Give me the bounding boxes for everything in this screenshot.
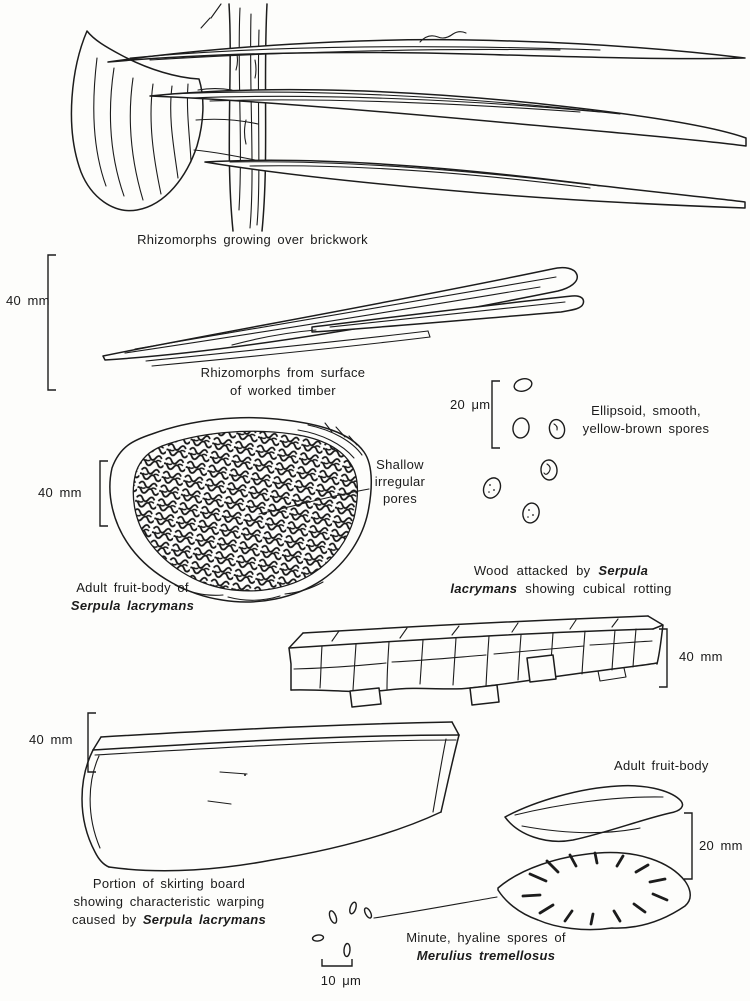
caption-fruitbody-species: Serpula lacrymans: [70, 598, 195, 613]
caption-timber-line2: of worked timber: [230, 383, 336, 398]
caption-timber: Rhizomorphs from surface of worked timbe…: [158, 364, 408, 400]
illustration-wood-cubical-rot: [288, 615, 664, 708]
scale-bar-10um-spores: [321, 959, 353, 967]
caption-skirting-line3: caused by Serpula lacrymans: [50, 911, 288, 929]
scale-label-40mm-rhizomorphs: 40 mm: [6, 293, 50, 308]
scale-label-40mm-skirting: 40 mm: [29, 732, 73, 747]
caption-skirting-line2: showing characteristic warping: [73, 894, 265, 909]
scale-label-40mm-fruitbody: 40 mm: [38, 485, 82, 500]
illustration-skirting-board: [81, 721, 460, 872]
caption-wood-pre: Wood attacked by: [473, 563, 591, 578]
caption-timber-line1: Rhizomorphs from surface: [200, 365, 366, 380]
scale-bars: [47, 254, 693, 967]
caption-merulius-species: Merulius tremellosus: [416, 948, 556, 963]
caption-skirting-species: Serpula lacrymans: [142, 912, 267, 927]
caption-merulius: Minute, hyaline spores of Merulius treme…: [386, 929, 586, 965]
scale-label-10um-spores: 10 μm: [320, 973, 362, 988]
label-serpula-spores-line1: Ellipsoid, smooth,: [591, 403, 701, 418]
caption-wood-post: showing cubical rotting: [525, 581, 672, 596]
scale-bar-40mm-fruitbody: [99, 460, 108, 527]
caption-fruitbody-line1: Adult fruit-body of: [76, 580, 189, 595]
caption-wood-line1: Wood attacked by Serpula: [443, 562, 679, 580]
caption-fruitbody: Adult fruit-body of Serpula lacrymans: [45, 579, 220, 615]
label-pores-line1: Shallow: [376, 457, 424, 472]
caption-skirting: Portion of skirting board showing charac…: [50, 875, 288, 929]
scale-bar-20mm-merulius: [684, 812, 693, 880]
caption-skirting-pre: caused by: [71, 912, 137, 927]
caption-skirting-line1: Portion of skirting board: [92, 876, 246, 891]
scale-bar-20um-spores: [491, 380, 500, 449]
scale-bar-40mm-rhizomorphs: [47, 254, 56, 391]
label-adult-fruitbody: Adult fruit-body: [614, 758, 709, 773]
illustration-spores-merulius: [311, 896, 498, 958]
caption-wood-species1: Serpula: [598, 563, 649, 578]
illustration-rhizomorphs-timber: [102, 266, 585, 367]
label-pores-line2: irregular: [374, 474, 426, 489]
illustration-merulius-fruitbodies: [497, 784, 691, 931]
caption-wood: Wood attacked by Serpula lacrymans showi…: [443, 562, 679, 598]
caption-merulius-line1: Minute, hyaline spores of: [406, 930, 566, 945]
scale-label-40mm-wood: 40 mm: [679, 649, 723, 664]
label-pores-line3: pores: [382, 491, 418, 506]
scale-label-20mm-merulius: 20 mm: [699, 838, 743, 853]
caption-wood-species2: lacrymans: [450, 581, 518, 596]
label-serpula-spores: Ellipsoid, smooth, yellow-brown spores: [570, 402, 722, 438]
label-serpula-spores-line2: yellow-brown spores: [582, 421, 710, 436]
illustration-rhizomorphs-brickwork: [70, 3, 747, 232]
illustration-fruitbody-serpula: [109, 416, 372, 603]
illustration-spores-serpula: [482, 378, 566, 524]
label-pores: Shallow irregular pores: [368, 456, 432, 507]
caption-brickwork: Rhizomorphs growing over brickwork: [137, 232, 368, 247]
scale-bar-40mm-wood: [659, 628, 668, 688]
caption-wood-line2: lacrymans showing cubical rotting: [443, 580, 679, 598]
scale-bar-40mm-skirting: [87, 712, 96, 773]
scale-label-20um-spores: 20 μm: [450, 397, 491, 412]
